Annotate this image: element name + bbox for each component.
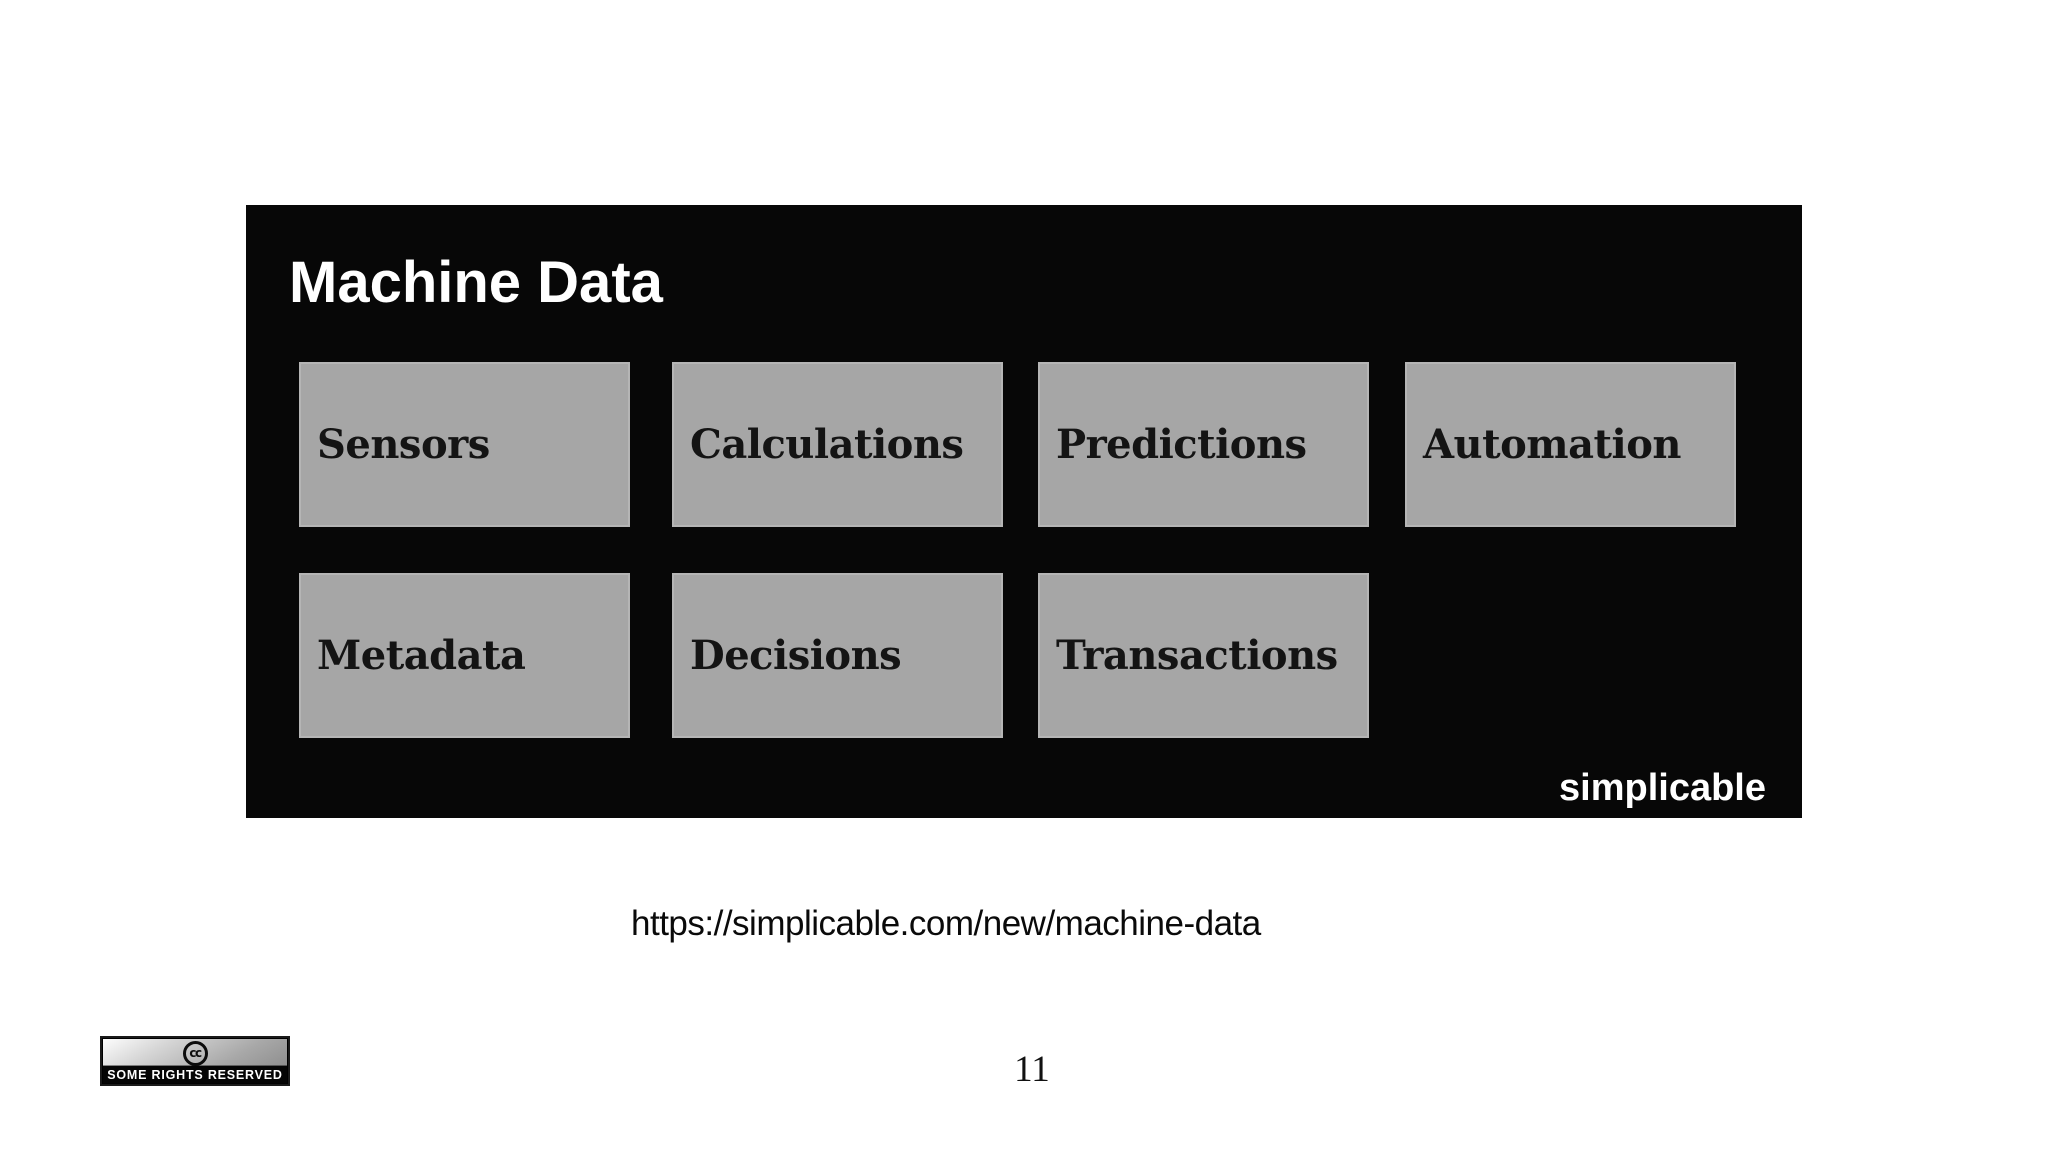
cc-icon: cc (182, 1040, 208, 1066)
box-label: Transactions (1056, 632, 1338, 679)
box-automation: Automation (1405, 362, 1736, 527)
cc-badge-label: SOME RIGHTS RESERVED (103, 1065, 287, 1084)
box-metadata: Metadata (299, 573, 630, 738)
source-url-link[interactable]: https://simplicable.com/new/machine-data (631, 904, 1261, 943)
box-predictions: Predictions (1038, 362, 1369, 527)
box-label: Decisions (690, 632, 902, 679)
page-number: 11 (1014, 1049, 1050, 1090)
box-transactions: Transactions (1038, 573, 1369, 738)
box-label: Calculations (690, 421, 964, 468)
box-label: Metadata (317, 632, 526, 679)
box-label: Predictions (1056, 421, 1307, 468)
diagram-title: Machine Data (289, 250, 663, 315)
box-label: Automation (1423, 421, 1681, 468)
cc-license-badge[interactable]: cc SOME RIGHTS RESERVED (100, 1036, 290, 1086)
box-decisions: Decisions (672, 573, 1003, 738)
brand-logo-text: simplicable (1559, 767, 1766, 809)
box-sensors: Sensors (299, 362, 630, 527)
machine-data-diagram: Machine Data Sensors Calculations Predic… (246, 205, 1802, 818)
cc-badge-top: cc (103, 1039, 287, 1068)
box-label: Sensors (317, 421, 490, 468)
box-calculations: Calculations (672, 362, 1003, 527)
